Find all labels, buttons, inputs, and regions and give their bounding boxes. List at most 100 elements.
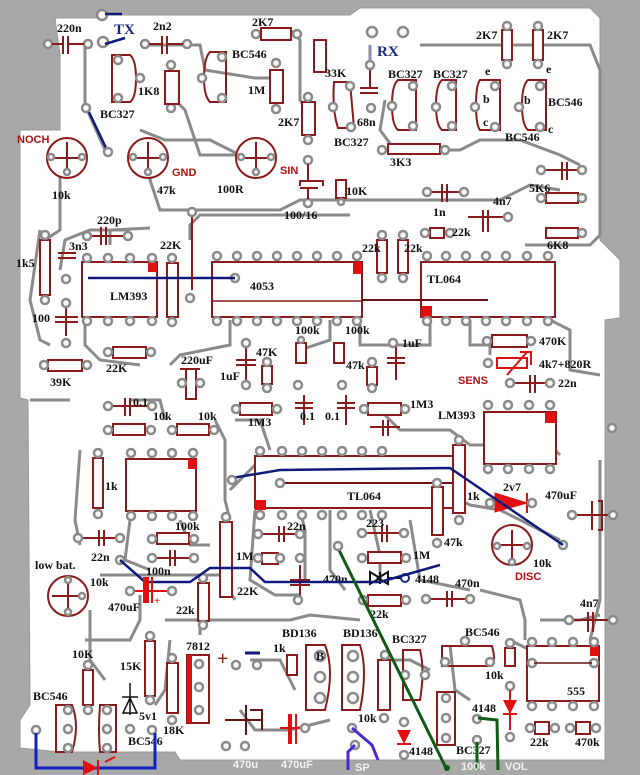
left-input-section: 1k5 3n3 220p 100 39K (16, 213, 134, 389)
resistor-18k (166, 662, 179, 714)
resistor-10k-a (112, 423, 146, 436)
capacitor-4n7-555-label: 4n7 (580, 596, 599, 610)
bc327-out-label: BC327 (392, 632, 427, 646)
capacitor-100-16-label: 100/16 (284, 208, 317, 222)
resistor-22k-d-label: 22k (404, 241, 423, 255)
rx-pad-1[interactable] (365, 25, 379, 39)
pad (444, 765, 450, 771)
ic-lm393-b: LM393 (438, 399, 557, 475)
capacitor-220n: 220n (42, 21, 94, 54)
resistor-100k-a (295, 342, 307, 364)
resistor-22k-555 (534, 721, 550, 735)
resistor-1k5-label: 1k5 (16, 256, 35, 270)
resistor-5k6 (545, 192, 579, 204)
resistor-1k5 (39, 239, 51, 296)
pot-lowbat-label: low bat. (35, 558, 76, 572)
capacitor-223-label: 223 (366, 516, 384, 530)
middle-section: 220uF 1uF 47K 100k 100k 47k 1uF 0.1 (176, 323, 433, 436)
capacitor-68n-label: 68n (357, 115, 376, 129)
pot-noch-value: 10k (52, 188, 71, 202)
resistor-1m3-a-label: 1M3 (248, 415, 271, 429)
pot-sin-value: 100R (217, 182, 244, 196)
resistor-2k7-rx2 (532, 29, 544, 61)
pot-lowbat[interactable]: low bat. 10k (35, 558, 109, 617)
low-battery-section: 10K 15K 5v1 BC546 BC546 18K (30, 630, 185, 754)
resistor-47k-c (431, 486, 444, 536)
pot-sin[interactable]: SIN 100R (217, 137, 298, 196)
resistor-1m-top-label: 1M (248, 83, 265, 97)
bd136a-label: BD136 (282, 626, 317, 640)
pad (80, 102, 92, 114)
power-plus-sign: + (217, 648, 228, 670)
lower-middle-section: 1M 22K 22n 223 1M 4148 (176, 511, 480, 631)
diode-4148-a-label: 4148 (415, 572, 439, 586)
sens-label: SENS (458, 375, 488, 387)
resistor-5k6-label: 5K6 (529, 181, 550, 195)
capacitor-470uf-c-label: 470uF (281, 759, 313, 771)
resistor-1k8: 1K8 (138, 59, 180, 114)
resistor-47k-a-label: 47K (256, 345, 278, 359)
resistor-39k-label: 39K (50, 375, 72, 389)
resistor-2k7-mid: 2K7 (278, 91, 316, 146)
led-low-battery (83, 756, 116, 775)
bc546-tx-label: BC546 (232, 47, 267, 61)
sp-connector-label[interactable]: SP (355, 762, 370, 774)
capacitor-220n-label: 220n (57, 21, 82, 35)
pot-disc-label: DISC (515, 571, 541, 583)
resistor-470k (491, 334, 528, 348)
zener-5v1 (121, 683, 139, 735)
pot-disc[interactable]: DISC 10k (491, 524, 552, 583)
pot-gnd[interactable]: GND 47k (127, 137, 197, 197)
capacitor-1n-label: 1n (433, 205, 446, 219)
capacitor-100-16: 100/16 (284, 154, 324, 222)
capacitor-22n-a-label: 22n (91, 550, 110, 564)
resistor-1k-a (92, 457, 104, 509)
rx-section: RX BC327 68n BC327 BC327 3K3 (327, 20, 583, 169)
bd136a-pin-b: B (316, 649, 324, 663)
diode-4148-b-label: 4148 (409, 744, 433, 758)
sens-section: 470K SENS 4k7+820R 22n (458, 334, 592, 393)
jumper-noch (85, 107, 109, 151)
filter-section: 5K6 6K8 4n7 1n 22k (419, 162, 588, 252)
bc546-lb2-label: BC546 (128, 734, 163, 748)
capacitor-22n-c-label: 22n (558, 376, 577, 390)
zener-5v1-label: 5v1 (139, 709, 157, 723)
bc546-rx1-pin-e: e (485, 64, 491, 78)
vol-connector-label[interactable]: VOL (505, 761, 528, 773)
pcb-board (19, 7, 621, 761)
lm393-a-label: LM393 (110, 289, 147, 303)
resistor-100k-b (333, 342, 345, 364)
resistor-22k-c-label: 22k (452, 225, 471, 239)
bc327-tx-label: BC327 (100, 107, 135, 121)
bc327-rx2-label: BC327 (388, 67, 423, 81)
bc327-rx3-label: BC327 (433, 67, 468, 81)
resistor-1m-b-label: 1M (413, 548, 430, 562)
power-section: + 470u 470uF 1k B BD136 BD136 10k (217, 626, 391, 771)
resistor-22k-e: 22K (102, 346, 157, 375)
rx-pad-2[interactable] (396, 25, 410, 39)
bd136b-label: BD136 (343, 626, 378, 640)
pot-gnd-label: GND (172, 167, 197, 179)
vol-pot-label[interactable]: 100k (461, 761, 486, 773)
tx-pad-2[interactable] (96, 35, 110, 49)
lm393-b-label: LM393 (438, 408, 475, 422)
bc546-rx1-pin-b: b (483, 92, 490, 106)
resistor-1k-b-label: 1k (467, 489, 480, 503)
tl064-b-label: TL064 (347, 489, 381, 503)
resistor-100k-a-label: 100k (295, 323, 320, 337)
transistor-bd136b (341, 644, 365, 711)
capacitor-470u-label: 470u (233, 759, 258, 771)
resistor-1k-a-label: 1k (105, 479, 118, 493)
pot-lowbat-value: 10k (90, 575, 109, 589)
resistor-2k7-top-label: 2K7 (252, 15, 273, 29)
regulator-7812-label: 7812 (186, 639, 210, 653)
sens-value-label: 4k7+820R (539, 357, 592, 371)
resistor-33k: 33K (313, 39, 347, 80)
resistor-100k-b-label: 100k (345, 323, 370, 337)
resistor-39k (47, 359, 83, 372)
bc327-out2-label: BC327 (456, 743, 491, 757)
pad (606, 422, 618, 434)
pot-noch[interactable]: NOCH 10k (17, 134, 88, 202)
resistor-22k-a: 22K (160, 238, 182, 328)
